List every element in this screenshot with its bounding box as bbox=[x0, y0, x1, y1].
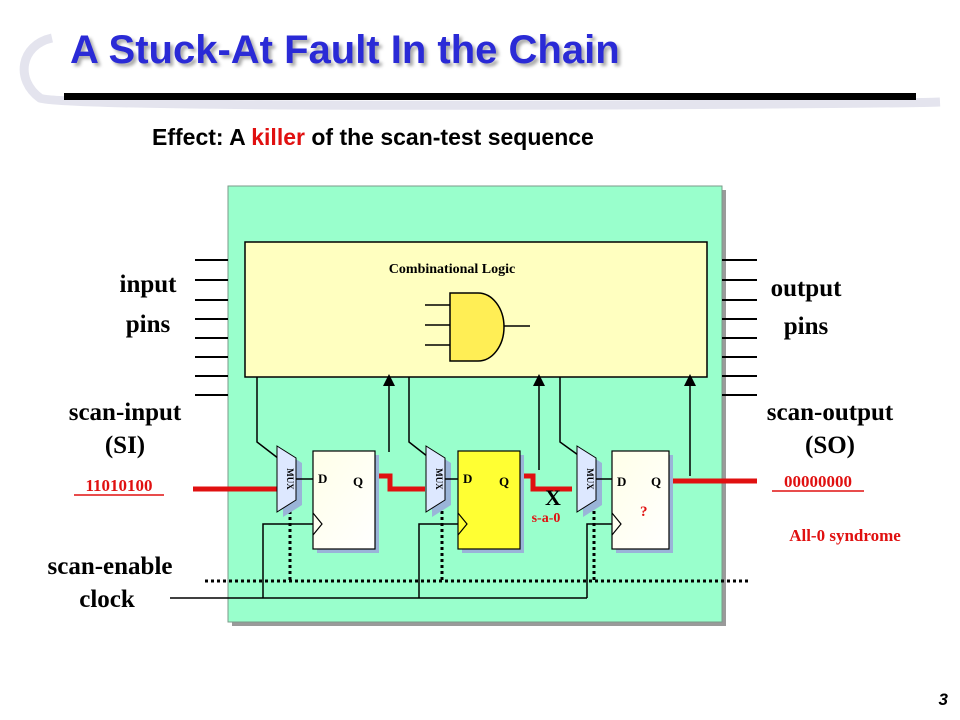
input-pins-label-1: input bbox=[120, 271, 178, 298]
clock-lines bbox=[170, 523, 614, 599]
ff-1-d-label: D bbox=[318, 471, 327, 486]
input-pins-label-2: pins bbox=[126, 311, 171, 338]
scan-input-pattern: 11010100 bbox=[85, 476, 152, 495]
scan-output-label-2: (SO) bbox=[805, 432, 855, 459]
scan-input-label-1: scan-input bbox=[69, 399, 182, 426]
output-pins-label-2: pins bbox=[784, 313, 829, 340]
clock-label: clock bbox=[79, 586, 135, 613]
ff-1-q-label: Q bbox=[353, 474, 363, 489]
title-swoosh bbox=[19, 33, 941, 110]
slide-subtitle: Effect: A killer of the scan-test sequen… bbox=[152, 124, 594, 151]
ff-3-q-label: Q bbox=[651, 474, 661, 489]
subtitle-highlight: killer bbox=[251, 124, 305, 150]
scan-output-label-1: scan-output bbox=[767, 399, 894, 426]
output-pin-lines bbox=[722, 259, 757, 396]
page-number: 3 bbox=[938, 690, 948, 709]
ff-2-q-label: Q bbox=[499, 474, 509, 489]
title-underline bbox=[64, 93, 916, 100]
mux-1-label: MUX bbox=[285, 468, 295, 490]
mux-2: MUX bbox=[425, 445, 451, 517]
subtitle-suffix: of the scan-test sequence bbox=[304, 124, 594, 150]
mux-3: MUX bbox=[576, 445, 602, 517]
fault-marker: X bbox=[545, 485, 561, 510]
flip-flop-1: D Q bbox=[312, 450, 379, 553]
input-pin-lines bbox=[195, 259, 228, 396]
syndrome-label: All-0 syndrome bbox=[789, 526, 901, 545]
scan-enable-lines bbox=[205, 505, 750, 583]
flip-flop-3: D Q ? bbox=[611, 450, 673, 553]
subtitle-prefix: Effect: A bbox=[152, 124, 252, 150]
mux-2-label: MUX bbox=[434, 468, 444, 490]
scan-output-pattern: 00000000 bbox=[784, 472, 852, 491]
ff-2-d-label: D bbox=[463, 471, 472, 486]
fault-label: s-a-0 bbox=[532, 511, 561, 526]
combinational-logic-label: Combinational Logic bbox=[389, 262, 515, 277]
scan-enable-label: scan-enable bbox=[48, 553, 173, 580]
and-gate-icon bbox=[425, 292, 530, 362]
slide-title: A Stuck-At Fault In the Chain bbox=[70, 28, 620, 72]
ff-3-d-label: D bbox=[617, 474, 626, 489]
scan-path bbox=[193, 473, 757, 492]
flip-flop-2-faulty: D Q bbox=[457, 450, 524, 553]
mux-1: MUX bbox=[276, 445, 302, 517]
output-pins-label-1: output bbox=[771, 275, 843, 302]
scan-input-label-2: (SI) bbox=[105, 432, 145, 459]
ff-3-unknown-value: ? bbox=[640, 504, 648, 520]
mux-3-label: MUX bbox=[585, 468, 595, 490]
